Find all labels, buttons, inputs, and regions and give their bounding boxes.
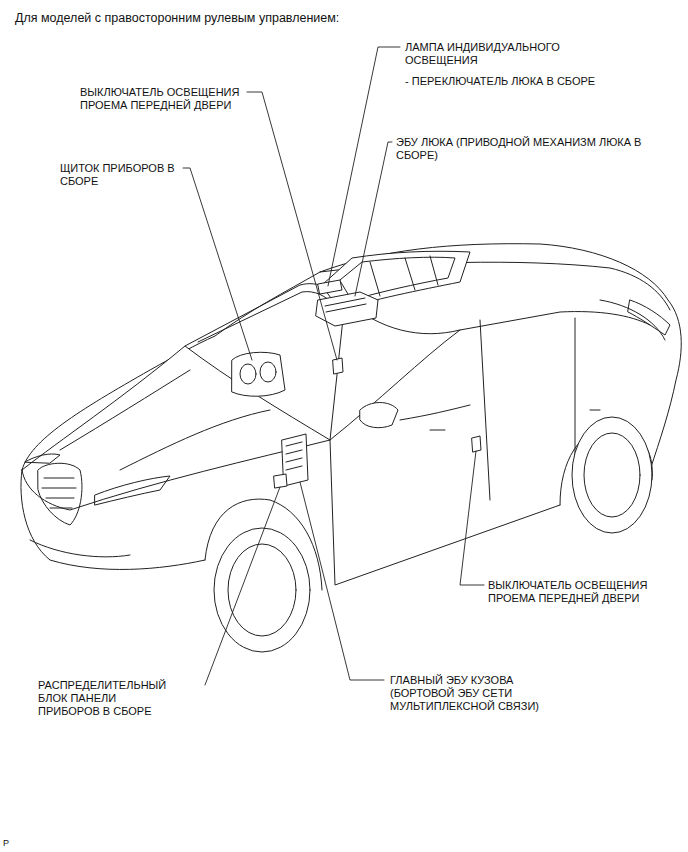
page-marker: P (3, 837, 9, 850)
part-label: ЭБУ ЛЮКА (ПРИВОДНОЙ МЕХАНИЗМ ЛЮКА В СБОР… (396, 136, 646, 162)
part-label: - ПЕРЕКЛЮЧАТЕЛЬ ЛЮКА В СБОРЕ (405, 75, 595, 88)
part-label: ВЫКЛЮЧАТЕЛЬ ОСВЕЩЕНИЯ ПРОЕМА ПЕРЕДНЕЙ ДВ… (80, 86, 252, 112)
part-label: ГЛАВНЫЙ ЭБУ КУЗОВА (БОРТОВОЙ ЭБУ СЕТИ МУ… (390, 674, 548, 713)
part-label: ЛАМПА ИНДИВИДУАЛЬНОГО ОСВЕЩЕНИЯ (405, 41, 570, 67)
part-label: РАСПРЕДЕЛИТЕЛЬНЫЙ БЛОК ПАНЕЛИ ПРИБОРОВ В… (38, 679, 174, 718)
diagram-title: Для моделей с правосторонним рулевым упр… (15, 11, 339, 26)
part-label: ВЫКЛЮЧАТЕЛЬ ОСВЕЩЕНИЯ ПРОЕМА ПЕРЕДНЕЙ ДВ… (488, 579, 666, 605)
part-label: ЩИТОК ПРИБОРОВ В СБОРЕ (60, 162, 178, 188)
